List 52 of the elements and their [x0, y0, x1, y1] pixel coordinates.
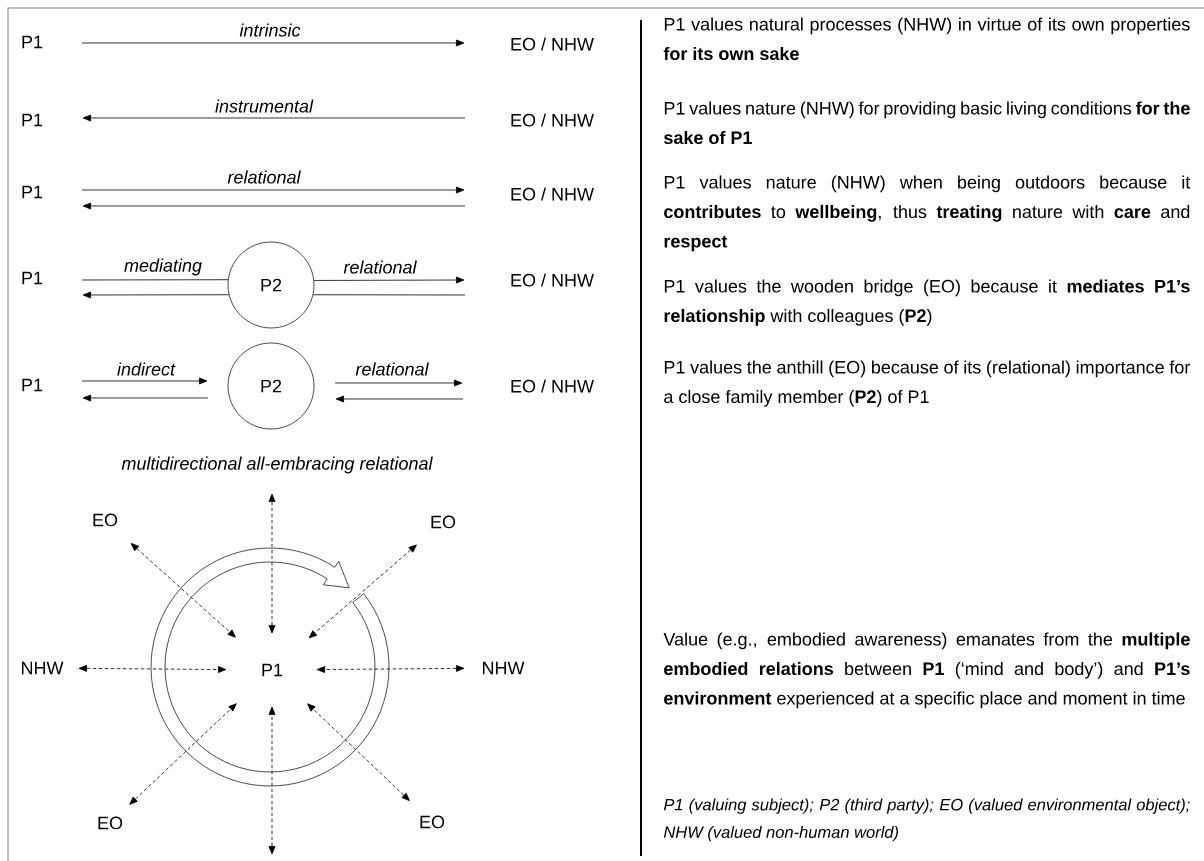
- node-label: P1: [22, 271, 43, 285]
- node-label: EO: [98, 816, 123, 830]
- node-label: P1: [22, 35, 43, 49]
- arrow: [81, 377, 208, 385]
- description-text: P1 values the anthill (EO) because of its (relational) importance for a close family member (P2) of P1: [664, 360, 1190, 407]
- arrow: [316, 665, 465, 673]
- description-text: Value (e.g., embodied awareness) emanates from the multiple embodied relations between P1 (‘mind and body’) and P1’s environment experienced at a specific place and moment in time: [663, 632, 1190, 709]
- arrow: [313, 276, 465, 284]
- edge-label: mediating: [124, 258, 202, 276]
- node-label: NHW: [22, 661, 64, 675]
- arrow: [78, 664, 227, 673]
- node-label: EO / NHW: [511, 187, 594, 201]
- arrow: [82, 291, 230, 299]
- node-label: EO: [93, 513, 118, 527]
- node-label: EO: [431, 515, 456, 529]
- node-label: P1: [22, 185, 43, 199]
- arrow: [129, 703, 237, 805]
- edge-label: relational: [227, 170, 301, 184]
- edge-label: relational: [343, 260, 417, 274]
- arrow: [82, 114, 466, 122]
- edge-label: indirect: [117, 362, 176, 376]
- edge-label: relational: [355, 362, 429, 376]
- description-text: P1 values nature (NHW) for providing basic living conditions for the sake of P1: [664, 101, 1190, 145]
- edge-label: instrumental: [215, 99, 314, 113]
- arrow: [81, 186, 465, 194]
- node-label: NHW: [483, 661, 525, 675]
- arrow: [308, 544, 417, 639]
- note-text: P1 (valuing subject); P2 (third party); EO (valued environmental object); NHW (valued non-human world): [663, 798, 1190, 842]
- arrow: [334, 379, 463, 387]
- node-label: EO / NHW: [511, 37, 594, 51]
- node-label: EO / NHW: [511, 379, 594, 393]
- arrow: [335, 395, 464, 403]
- node-label: EO / NHW: [511, 113, 594, 127]
- circle-node: P2: [227, 342, 315, 430]
- arrow: [130, 543, 236, 638]
- node-label: P1: [262, 663, 283, 677]
- description-text: P1 values natural processes (NHW) in virtue of its own properties for its own sake: [663, 17, 1190, 61]
- arrow: [81, 39, 465, 47]
- node-label: EO: [420, 815, 445, 829]
- description-text: P1 values the wooden bridge (EO) because it mediates P1’s relationship with colleagues (P2): [664, 279, 1190, 326]
- node-label: P1: [22, 378, 43, 392]
- node-label: P1: [22, 113, 43, 127]
- arrow: [82, 394, 209, 402]
- arrow: [307, 703, 410, 801]
- arrow: [268, 706, 276, 855]
- circle-node: P2: [227, 241, 315, 329]
- edge-label: intrinsic: [239, 23, 301, 37]
- description-text: P1 values nature (NHW) when being outdoors because it contributes to wellbeing, thus treating nature with care and respect: [664, 175, 1191, 252]
- arrow: [82, 202, 466, 210]
- arrow: [268, 493, 276, 634]
- heading-label: multidirectional all-embracing relational: [121, 456, 433, 474]
- node-label: EO / NHW: [511, 273, 594, 287]
